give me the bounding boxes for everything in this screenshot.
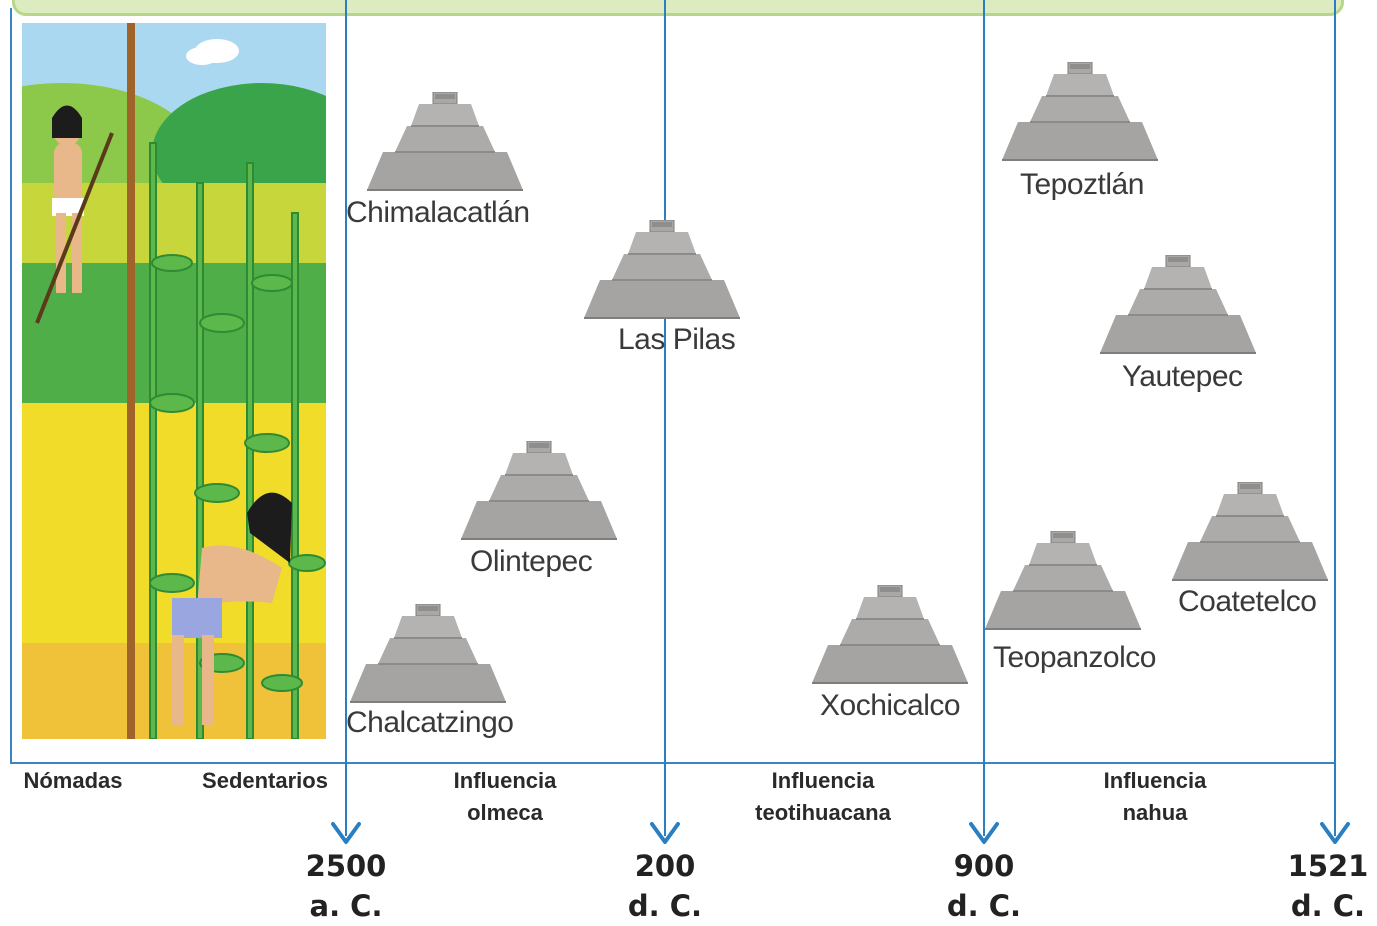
timeline-line-1521 — [1334, 0, 1336, 836]
pyramid-icon — [1172, 482, 1328, 582]
site-label-tepoztlan: Tepoztlán — [1020, 168, 1144, 201]
pyramid-icon — [1002, 62, 1158, 162]
date-900: 900 d. C. — [946, 849, 1022, 923]
period-label-sedentarios: Sedentarios — [202, 768, 328, 793]
arrow-down-icon — [650, 822, 680, 844]
maize-field-illustration — [22, 23, 326, 739]
pyramid-icon — [350, 604, 506, 704]
nomads-farmers-illustration — [22, 23, 326, 739]
site-label-chimalacatlan: Chimalacatlán — [346, 196, 530, 229]
site-label-xochicalco: Xochicalco — [820, 689, 961, 722]
pyramid-icon — [367, 92, 523, 192]
arrow-down-icon — [1320, 822, 1350, 844]
site-label-las-pilas: Las Pilas — [618, 323, 736, 356]
arrow-down-icon — [969, 822, 999, 844]
period-label-olmeca: Influencia olmeca — [453, 768, 557, 825]
site-label-chalcatzingo: Chalcatzingo — [346, 706, 514, 739]
date-2500: 2500 a. C. — [305, 849, 387, 923]
site-label-olintepec: Olintepec — [470, 545, 593, 578]
timeline-frame — [10, 8, 1335, 764]
pyramid-icon — [461, 441, 617, 541]
arrow-down-icon — [331, 822, 361, 844]
timeline-line-2500 — [345, 0, 347, 836]
pyramid-icon — [1100, 255, 1256, 355]
pyramid-icon — [812, 585, 968, 685]
date-1521: 1521 d. C. — [1287, 849, 1369, 923]
pyramid-icon — [584, 220, 740, 320]
pyramid-icon — [985, 531, 1141, 631]
farmer-figure — [172, 492, 292, 725]
nomad-figure — [35, 105, 114, 324]
period-label-teotihuacana: Influencia teotihuacana — [755, 768, 891, 825]
site-label-yautepec: Yautepec — [1122, 360, 1243, 393]
site-label-coatetelco: Coatetelco — [1178, 585, 1317, 618]
date-200: 200 d. C. — [627, 849, 703, 923]
timeline-line-200 — [664, 0, 666, 836]
period-label-nahua: Influencia nahua — [1103, 768, 1207, 825]
site-label-teopanzolco: Teopanzolco — [993, 641, 1156, 674]
period-label-nomadas: Nómadas — [23, 768, 123, 793]
timeline-line-900 — [983, 0, 985, 836]
